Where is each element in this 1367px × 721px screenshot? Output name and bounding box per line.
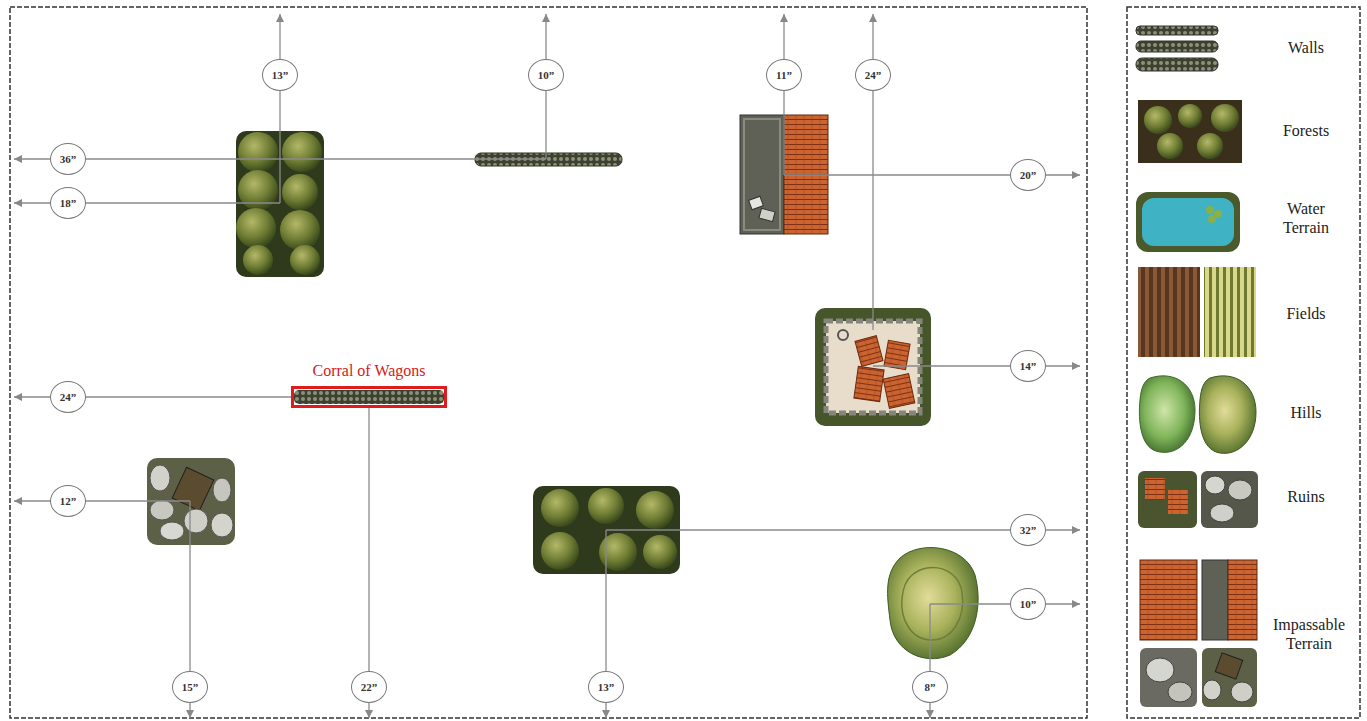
callout-number: 14” (1010, 350, 1046, 382)
measure-line (14, 14, 1080, 718)
callout-number: 13” (588, 671, 624, 703)
legend-label: Hills (1290, 403, 1321, 422)
callout-number: 11” (766, 59, 802, 91)
legend-label: Ruins (1287, 487, 1324, 506)
legend-label: Forests (1283, 121, 1329, 140)
legend-label: Impassable Terrain (1261, 615, 1357, 653)
callout-number: 13” (262, 59, 298, 91)
legend-label: Walls (1288, 38, 1324, 57)
legend-label: Water Terrain (1266, 199, 1346, 237)
legend-samples (1136, 26, 1258, 707)
callout-number: 24” (855, 59, 891, 91)
map-border (10, 7, 1087, 718)
objective-box: Corral of Wagons (291, 386, 447, 408)
legend-label: Fields (1286, 304, 1325, 323)
wagon-corral (294, 390, 444, 404)
hill (888, 548, 979, 659)
callout-number: 15” (172, 671, 208, 703)
callout-number: 36” (50, 143, 86, 175)
callout-number: 12” (50, 485, 86, 517)
callout-number: 20” (1010, 159, 1046, 191)
callout-number: 22” (351, 671, 387, 703)
callout-number: 10” (1010, 588, 1046, 620)
callout-number: 18” (50, 187, 86, 219)
callout-number: 10” (528, 59, 564, 91)
callout-number: 8” (912, 671, 948, 703)
callout-number: 32” (1010, 514, 1046, 546)
callout-number: 24” (50, 381, 86, 413)
objective-label: Corral of Wagons (312, 362, 425, 380)
legend-border (1127, 7, 1360, 718)
